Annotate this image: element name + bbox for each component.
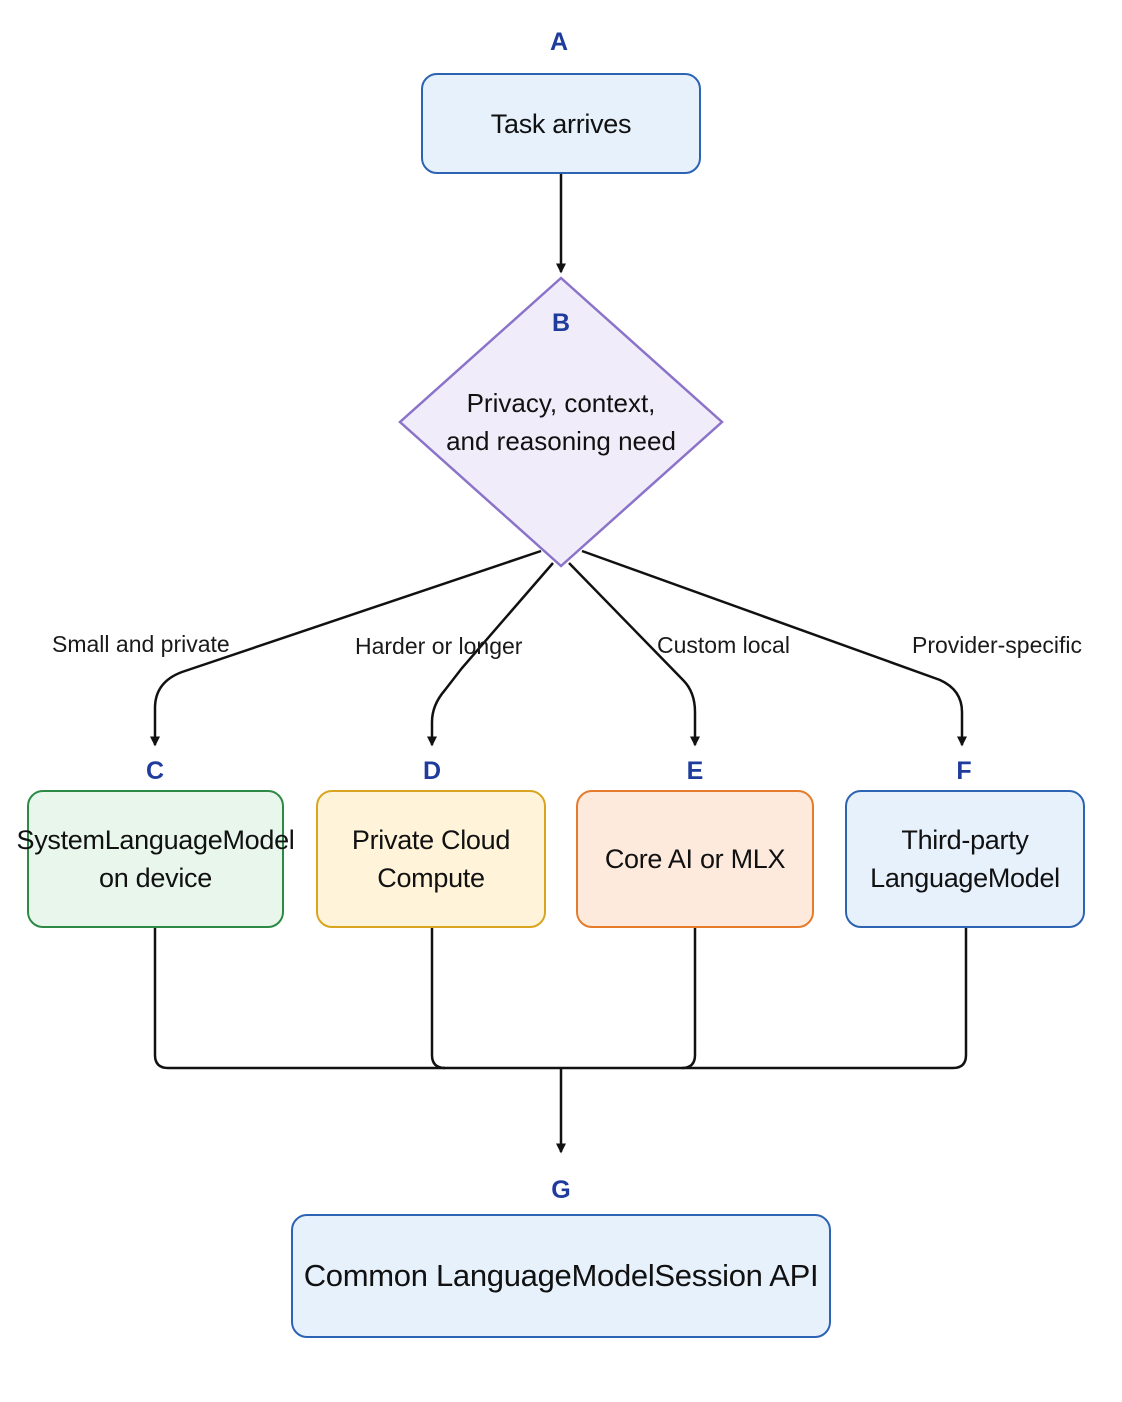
edge-b-to-e <box>568 562 700 747</box>
merge-from-f <box>555 928 968 1070</box>
node-d-label-line1: Private Cloud <box>351 825 511 855</box>
node-b-label: Privacy, context, and reasoning need <box>421 384 701 460</box>
edge-label-small-and-private: Small and private <box>52 631 230 657</box>
node-b-label-line2: and reasoning need <box>446 426 676 456</box>
node-e-label: Core AI or MLX <box>604 844 786 874</box>
node-g-letter: G <box>551 1176 571 1204</box>
node-a-label: Task arrives <box>490 108 632 139</box>
edge-label-harder-or-longer: Harder or longer <box>355 633 523 659</box>
edge-label-custom-local: Custom local <box>657 632 790 658</box>
node-e-core-ai-or-mlx: Core AI or MLX <box>576 790 814 928</box>
node-g-common-session-api: Common LanguageModelSession API <box>291 1214 831 1338</box>
node-c-system-language-model: SystemLanguageModel on device <box>17 790 295 928</box>
node-b-label-line1: Privacy, context, <box>466 388 656 418</box>
node-c-label-line1: SystemLanguageModel <box>16 825 295 855</box>
edge-b-to-d <box>427 562 554 747</box>
edge-label-provider-specific: Provider-specific <box>912 632 1082 658</box>
merge-from-d <box>430 928 446 1070</box>
node-b-letter: B <box>551 309 571 337</box>
edge-b-to-c <box>150 549 542 747</box>
merge-from-c <box>153 928 555 1070</box>
node-c-label-line2: on device <box>99 863 212 893</box>
node-e-letter: E <box>686 757 704 785</box>
node-g-label: Common LanguageModelSession API <box>303 1258 819 1293</box>
node-d-private-cloud-compute: Private Cloud Compute <box>316 790 546 928</box>
node-f-letter: F <box>956 757 972 785</box>
edge-b-to-f <box>581 549 967 747</box>
node-a-task-arrives: Task arrives <box>421 73 701 174</box>
merge-from-e <box>681 928 697 1070</box>
node-f-label-line2: LanguageModel <box>870 863 1060 893</box>
node-f-third-party-language-model: Third-party LanguageModel <box>845 790 1085 928</box>
node-d-letter: D <box>422 757 442 785</box>
node-c-letter: C <box>145 757 165 785</box>
node-d-label-line2: Compute <box>377 863 485 893</box>
node-a-letter: A <box>549 28 569 56</box>
decision-diamond <box>398 276 724 568</box>
node-f-label-line1: Third-party <box>901 825 1029 855</box>
